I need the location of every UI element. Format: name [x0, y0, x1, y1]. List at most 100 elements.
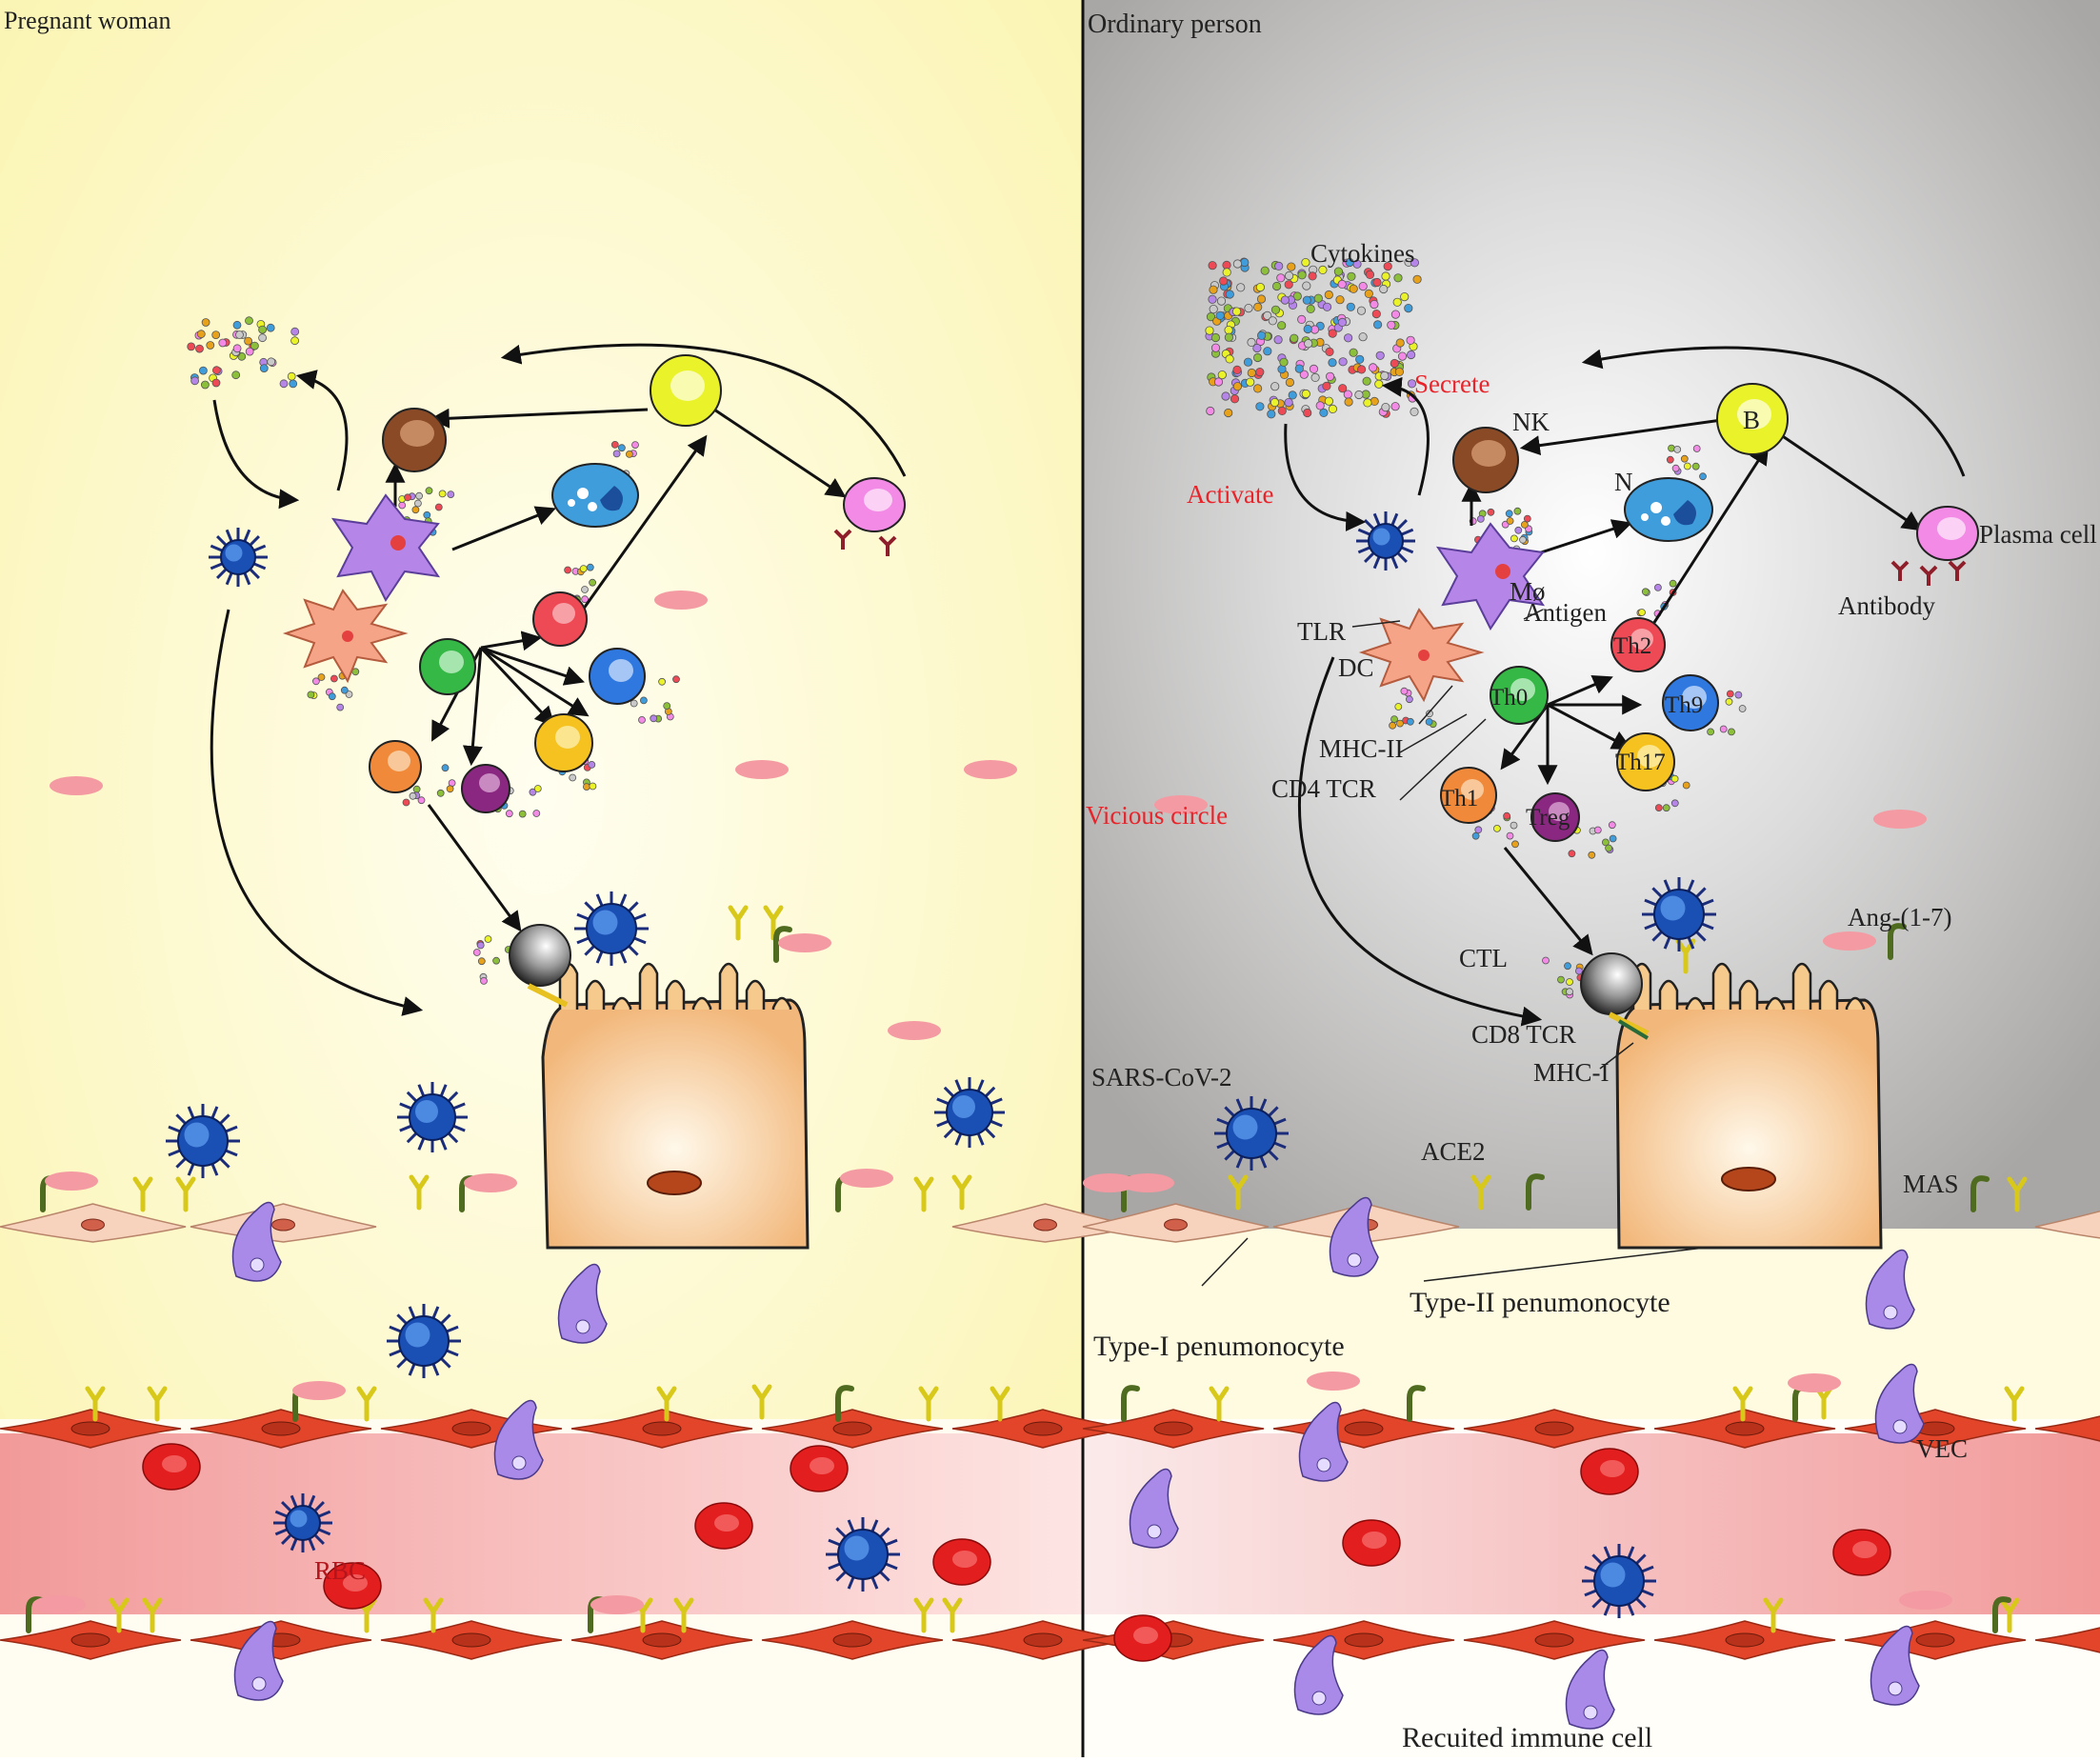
right-macrophage-icon [1435, 522, 1546, 631]
spike-protein [249, 568, 260, 579]
cytokine [412, 785, 421, 793]
endothelial-nucleus [642, 1632, 682, 1648]
endothelial-nucleus [70, 1421, 110, 1436]
endothelial-nucleus [1344, 1421, 1384, 1436]
spike-protein [281, 1533, 292, 1545]
red-blood-cell-center [1133, 1627, 1158, 1644]
spike-protein [175, 1157, 187, 1169]
immune-cell-nucleus [1311, 1691, 1327, 1706]
cytokine [1328, 358, 1337, 368]
cytokine [1309, 364, 1319, 373]
sars-cov-2-virus [1582, 1544, 1656, 1618]
red-blood-cells [142, 1443, 1891, 1662]
sars-cov-2-virus [574, 891, 649, 966]
cytokine [1680, 454, 1689, 463]
microvillus [1791, 962, 1812, 1010]
microvillus [638, 962, 659, 1010]
spike-protein [835, 1527, 847, 1538]
cytokine [1299, 370, 1309, 379]
cytokine [1344, 333, 1353, 343]
cytokine [1593, 826, 1602, 834]
spike-protein [954, 1132, 963, 1146]
red-blood-cell-center [162, 1455, 187, 1472]
cytokine [581, 595, 589, 604]
cytokine [1397, 351, 1408, 361]
red-blood-cell-center [343, 1574, 368, 1592]
cytokine [1315, 401, 1325, 410]
sars-cov-2-virus [1214, 1096, 1289, 1171]
cytokine [1247, 368, 1256, 378]
spike-protein [1641, 1589, 1654, 1597]
virus-highlight [225, 544, 243, 562]
endothelial-nucleus [1153, 1421, 1193, 1436]
cytokine [1222, 268, 1231, 277]
spike-protein [595, 893, 604, 907]
cytokine [1691, 462, 1700, 471]
cytokine [529, 788, 537, 796]
cytokine [480, 977, 488, 985]
cytokine [187, 342, 196, 351]
ace2-receptor [2007, 1176, 2028, 1212]
cytokine [618, 444, 626, 452]
left-immune-cells [282, 354, 906, 1008]
spike-protein [1235, 1098, 1244, 1111]
spike-protein [253, 544, 267, 552]
spike-protein [828, 1562, 841, 1571]
cytokine [1400, 291, 1410, 302]
cytokine [672, 675, 680, 684]
cytokine [1471, 831, 1480, 840]
cytokine [1394, 703, 1403, 711]
cytokine [638, 716, 646, 724]
cytokine [423, 511, 431, 519]
cytokine [1255, 367, 1265, 377]
ang-1-7-particle [590, 1595, 644, 1614]
cytokine [190, 376, 200, 386]
pneumocyte-nucleus [1033, 1218, 1057, 1231]
virus-highlight [290, 1510, 308, 1528]
microvillus [1818, 979, 1839, 1010]
spike-protein [440, 1313, 451, 1325]
spike-protein [828, 1538, 841, 1547]
spike-protein [976, 1132, 985, 1146]
spike-protein [1627, 1546, 1635, 1559]
cytokine [1294, 364, 1304, 373]
recruited-immune-cell [1129, 1468, 1179, 1549]
ace2-label: ACE2 [1421, 1137, 1486, 1166]
right-plasma-cell-icon [1916, 506, 1979, 561]
nk-label: NK [1512, 408, 1550, 436]
cytokine [1362, 376, 1371, 386]
spike-protein [1273, 1117, 1287, 1126]
right-th17-cell-icon [1616, 732, 1675, 791]
cytokine [1355, 354, 1365, 364]
endothelial-nucleus [1534, 1632, 1574, 1648]
cytokine [1333, 267, 1344, 276]
spike-protein [1224, 1150, 1235, 1161]
left-th9-cell-icon [589, 648, 646, 705]
cytokine [1297, 270, 1307, 280]
ace2-receptor [1470, 1174, 1491, 1211]
cytokine [658, 677, 666, 686]
cytokine [1290, 333, 1299, 343]
spike-protein [1695, 887, 1707, 898]
spike-protein [1591, 1553, 1603, 1565]
right-th9-cell-icon [1662, 674, 1719, 731]
cytokine [206, 341, 215, 350]
cytokine [1206, 406, 1215, 416]
cytokine [1273, 335, 1283, 345]
cytokine [1285, 270, 1294, 281]
cytokine [211, 366, 221, 375]
cytokine [1270, 382, 1280, 391]
tlr-label: TLR [1297, 617, 1346, 646]
spike-protein [1259, 1155, 1268, 1169]
cytokine [1557, 975, 1565, 984]
spike-protein [628, 901, 639, 912]
microvillus [1711, 962, 1732, 1010]
spike-protein [216, 535, 228, 547]
cytokine [610, 440, 619, 449]
cytokine [289, 379, 298, 389]
endothelial-nucleus [70, 1632, 110, 1648]
cytokine [1707, 728, 1714, 736]
spike-protein [446, 1349, 459, 1357]
ang-1-7-particle [1307, 1372, 1360, 1391]
